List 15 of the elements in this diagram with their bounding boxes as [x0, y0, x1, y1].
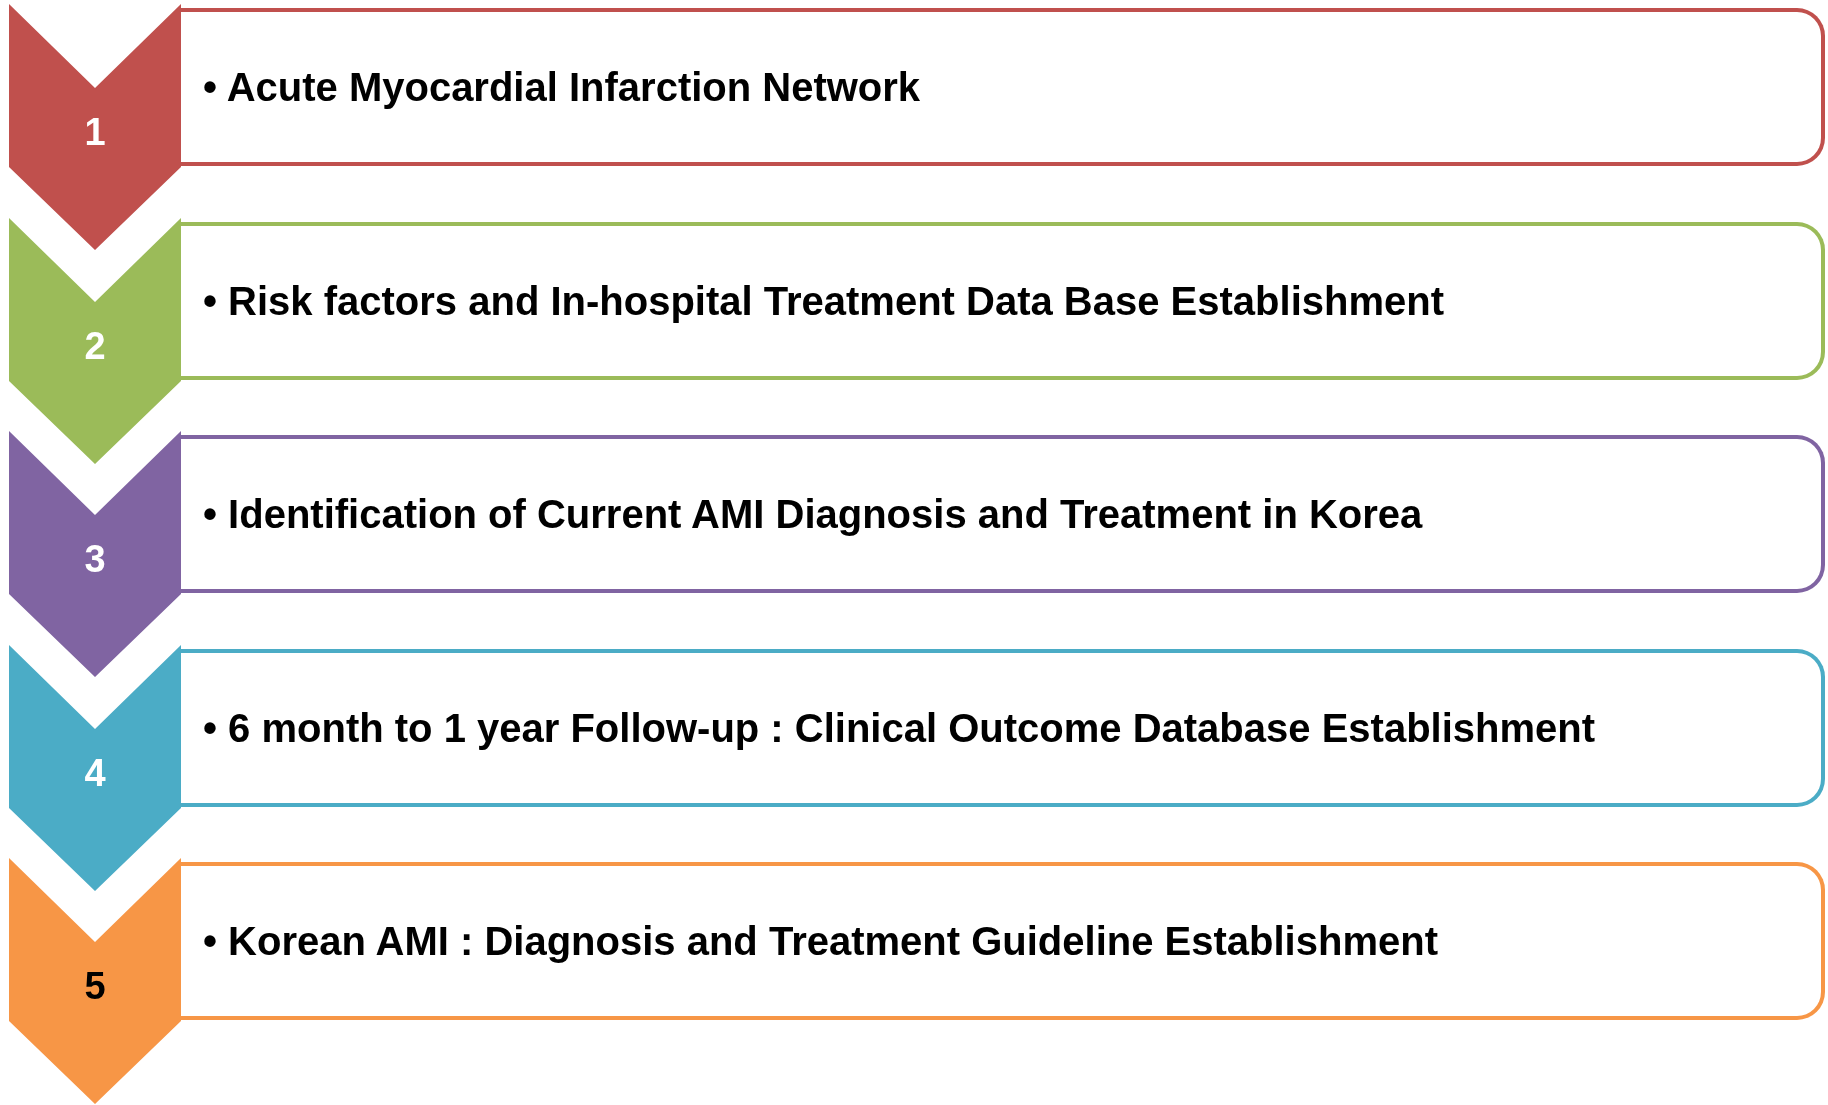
step-number: 3 — [83, 537, 107, 582]
step-text: • Acute Myocardial Infarction Network — [202, 65, 922, 109]
step-number: 4 — [83, 750, 107, 795]
step-number: 2 — [83, 323, 107, 368]
step-text: • Identification of Current AMI Diagnosis and Treatment in Korea — [202, 492, 1424, 537]
step-box — [181, 435, 1825, 594]
step-box — [181, 862, 1825, 1021]
step-number: 5 — [83, 964, 107, 1009]
step-number: 1 — [83, 110, 107, 154]
step-text: • Korean AMI : Diagnosis and Treatment Guideline Establishment — [202, 919, 1439, 964]
step-box — [181, 221, 1825, 380]
step-text: • 6 month to 1 year Follow-up : Clinical Outcome Database Establishment — [202, 705, 1597, 750]
step-box — [181, 648, 1825, 807]
step-text: • Risk factors and In-hospital Treatment Data Base Establishment — [202, 278, 1445, 323]
step-box — [181, 8, 1825, 166]
